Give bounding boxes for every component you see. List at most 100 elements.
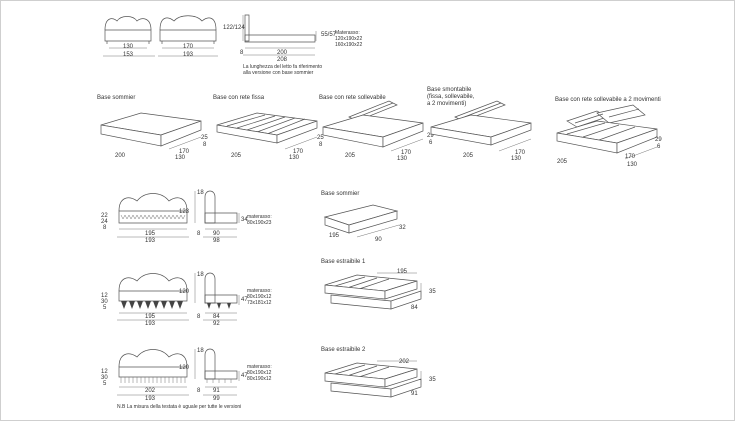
front-h3: 5 <box>103 381 107 387</box>
mattress-line2: 73x181x12 <box>247 300 272 306</box>
headboard-front-small-drawing <box>99 11 159 63</box>
base-height-2: 8 <box>203 142 207 148</box>
side-top: 18 <box>197 348 204 354</box>
single-row-1: 22 24 8 195 193 18 123 8 90 98 34 <box>97 187 307 244</box>
base-sommier-drawing <box>97 95 217 165</box>
side-depth-a: 8 <box>197 314 201 320</box>
base-label: Base con rete sollevabile a 2 movimenti <box>555 97 661 103</box>
single-base-label: Base estraibile 1 <box>321 259 366 265</box>
overview-mattress-title: Materasso: <box>335 30 360 36</box>
front-width-2: 193 <box>145 396 156 402</box>
mattress-line1: 80x190x12 <box>247 294 272 300</box>
side-depth-mid: 200 <box>277 50 288 56</box>
front-large-outer-width: 193 <box>183 52 194 58</box>
overview-mattress-line2: 160x190x22 <box>335 42 363 48</box>
base-due-movimenti: Base con rete sollevabile a 2 movimenti … <box>553 97 673 177</box>
base-label: Base con rete fissa <box>213 95 265 101</box>
front-h1: 22 <box>101 213 108 219</box>
front-width-1: 195 <box>145 231 156 237</box>
front-small-outer-width: 153 <box>123 52 134 58</box>
base-label-line3: a 2 movimenti) <box>427 101 467 107</box>
base-label-line2: (fissa, sollevabile, <box>427 94 475 100</box>
overview-note: La lunghezza del letto fa riferimento al… <box>239 65 349 79</box>
overview-mattress-line1: 120x190x22 <box>335 36 363 42</box>
single-base-width: 84 <box>411 305 418 311</box>
side-depth-b: 90 <box>213 231 220 237</box>
base-height: 29 <box>427 133 434 139</box>
side-height: 123 <box>179 209 190 215</box>
single-base-sommier-drawing <box>317 191 427 247</box>
base-width-2: 130 <box>289 155 300 161</box>
base-height: 25 <box>317 135 324 141</box>
base-width-2: 130 <box>511 156 522 162</box>
base-width: 170 <box>515 150 526 156</box>
side-depth-b: 91 <box>213 388 220 394</box>
single-base-label: Base estraibile 2 <box>321 347 366 353</box>
front-width-2: 193 <box>145 238 156 244</box>
base-sommier: Base sommier 200 25 8 170 130 <box>97 95 217 165</box>
side-height: 120 <box>179 289 190 295</box>
front-width-1: 202 <box>145 388 156 394</box>
base-width-2: 130 <box>627 162 638 168</box>
front-h2: 24 <box>101 219 108 225</box>
overview-note-line2: alla versione con base sommier <box>243 70 314 76</box>
base-height-2: 8 <box>319 142 323 148</box>
base-width-2: 130 <box>397 156 408 162</box>
single-base-length: 195 <box>397 269 408 275</box>
base-length: 205 <box>463 153 474 159</box>
mattress-line1: 80x190x23 <box>247 220 272 226</box>
bed-side-drawing <box>223 11 318 63</box>
side-h-small: 47 <box>241 373 248 379</box>
base-smontabile-drawing <box>427 87 547 165</box>
single-base-estraibile-1-drawing <box>317 259 447 317</box>
side-depth-outer: 208 <box>277 57 288 63</box>
base-height: 25 <box>201 135 208 141</box>
side-top: 18 <box>197 272 204 278</box>
front-width-2: 193 <box>145 321 156 327</box>
single-front-drawing <box>97 345 307 401</box>
base-rete-sollevabile-drawing <box>319 95 441 165</box>
front-h3: 5 <box>103 305 107 311</box>
single-front-drawing <box>97 269 307 325</box>
base-height-2: 6 <box>429 140 433 146</box>
side-h-small: 47 <box>241 297 248 303</box>
front-h2: 30 <box>101 299 108 305</box>
base-label: Base sommier <box>97 95 136 101</box>
side-height: 122/124 <box>223 25 245 31</box>
front-small-inner-width: 130 <box>123 44 134 50</box>
base-length: 205 <box>231 153 242 159</box>
single-base-estraibile-2-drawing <box>317 347 447 405</box>
single-base-label: Base sommier <box>321 191 360 197</box>
mattress-line2: 80x190x12 <box>247 376 272 382</box>
mattress-title: materasso: <box>247 214 272 220</box>
base-rete-fissa: Base con rete fissa 205 25 8 170 130 <box>213 95 333 165</box>
side-depth-outer: 98 <box>213 238 220 244</box>
single-base-length: 195 <box>329 233 340 239</box>
base-height-2: 6 <box>657 144 661 150</box>
overview-side: 122/124 8 200 208 55/57 <box>223 11 336 63</box>
single-base-height: 32 <box>399 225 406 231</box>
single-base-height: 35 <box>429 377 436 383</box>
side-depth-outer: 99 <box>213 396 220 402</box>
base-label: Base con rete sollevabile <box>319 95 386 101</box>
single-row-3: 12 30 5 202 193 18 120 8 91 99 47 <box>97 345 307 402</box>
overview-front-large: 170 193 <box>156 11 221 63</box>
overview-note-line1: La lunghezza del letto fa riferimento <box>243 64 323 70</box>
base-due-movimenti-drawing <box>553 97 673 177</box>
front-large-inner-width: 170 <box>183 44 194 50</box>
footnote: N.B La misura della testata è uguale per… <box>117 404 242 410</box>
single-base-sommier: Base sommier 195 32 90 <box>317 191 427 247</box>
front-h3: 8 <box>103 225 107 231</box>
single-base-height: 35 <box>429 289 436 295</box>
side-depth-short: 8 <box>240 50 244 56</box>
base-height: 29 <box>655 137 662 143</box>
base-length: 205 <box>557 159 568 165</box>
single-row-3-mattress: materasso: 80x190x12 80x190x12 <box>247 365 307 385</box>
overview-mattress: Materasso: 120x190x22 160x190x22 <box>335 31 395 51</box>
overview-front-small: 130 153 <box>99 11 159 63</box>
base-width: 170 <box>179 149 190 155</box>
base-width: 170 <box>401 150 412 156</box>
single-row-1-mattress: materasso: 80x190x23 <box>247 215 307 229</box>
base-width: 170 <box>293 149 304 155</box>
